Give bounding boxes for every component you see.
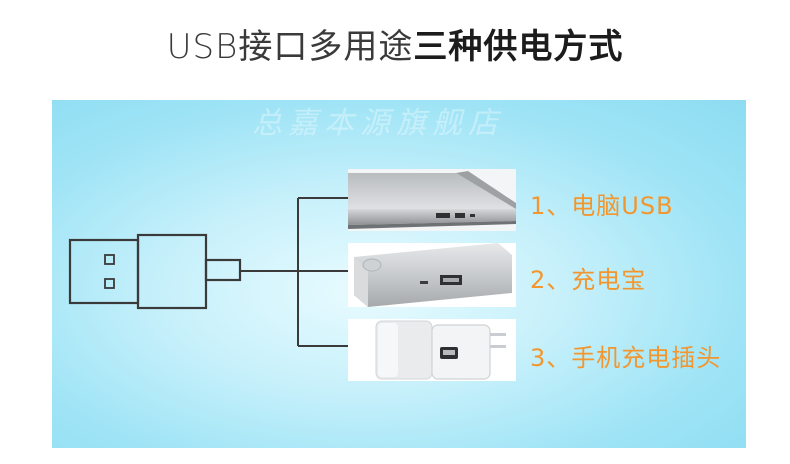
usb-hole-top — [104, 254, 115, 265]
usb-cable-neck — [204, 258, 242, 282]
phone-charger-photo — [348, 319, 516, 381]
title-emphasis: 三种供电方式 — [413, 27, 624, 67]
watermark: 总嘉本源旗舰店 — [252, 106, 504, 141]
power-option-label-laptop: 1、电脑USB — [530, 192, 674, 220]
usb-hole-bottom — [104, 278, 115, 289]
usb-plug-tip — [68, 238, 140, 305]
diagram-panel: 总嘉本源旗舰店 — [52, 100, 746, 448]
power-option-label-charger: 3、手机充电插头 — [530, 344, 722, 372]
title-prefix: USB接口多用途 — [166, 27, 414, 67]
page-title: USB接口多用途三种供电方式 — [0, 22, 790, 72]
power-bank-photo — [348, 243, 516, 307]
usb-connection-diagram — [68, 197, 348, 347]
power-option-label-power-bank: 2、充电宝 — [530, 266, 647, 294]
laptop-photo — [348, 169, 516, 231]
usb-plug-body — [136, 233, 208, 310]
